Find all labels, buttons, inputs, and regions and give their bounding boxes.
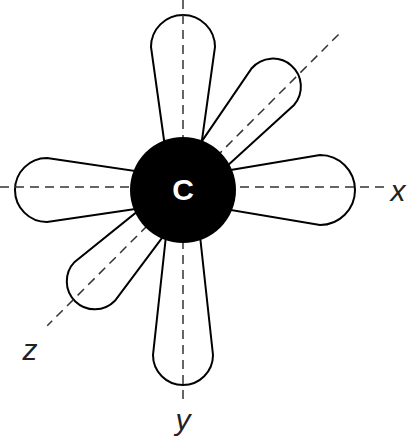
atom-circle: C [130, 137, 236, 243]
axis-label: x [391, 176, 406, 206]
orbital-lobe [162, 47, 313, 208]
axis-label: z [23, 335, 38, 365]
atom-symbol: C [172, 175, 194, 205]
axis-label: y [176, 405, 191, 435]
axes [0, 0, 385, 405]
orbital-lobes [15, 15, 355, 385]
axis-line [47, 34, 338, 325]
